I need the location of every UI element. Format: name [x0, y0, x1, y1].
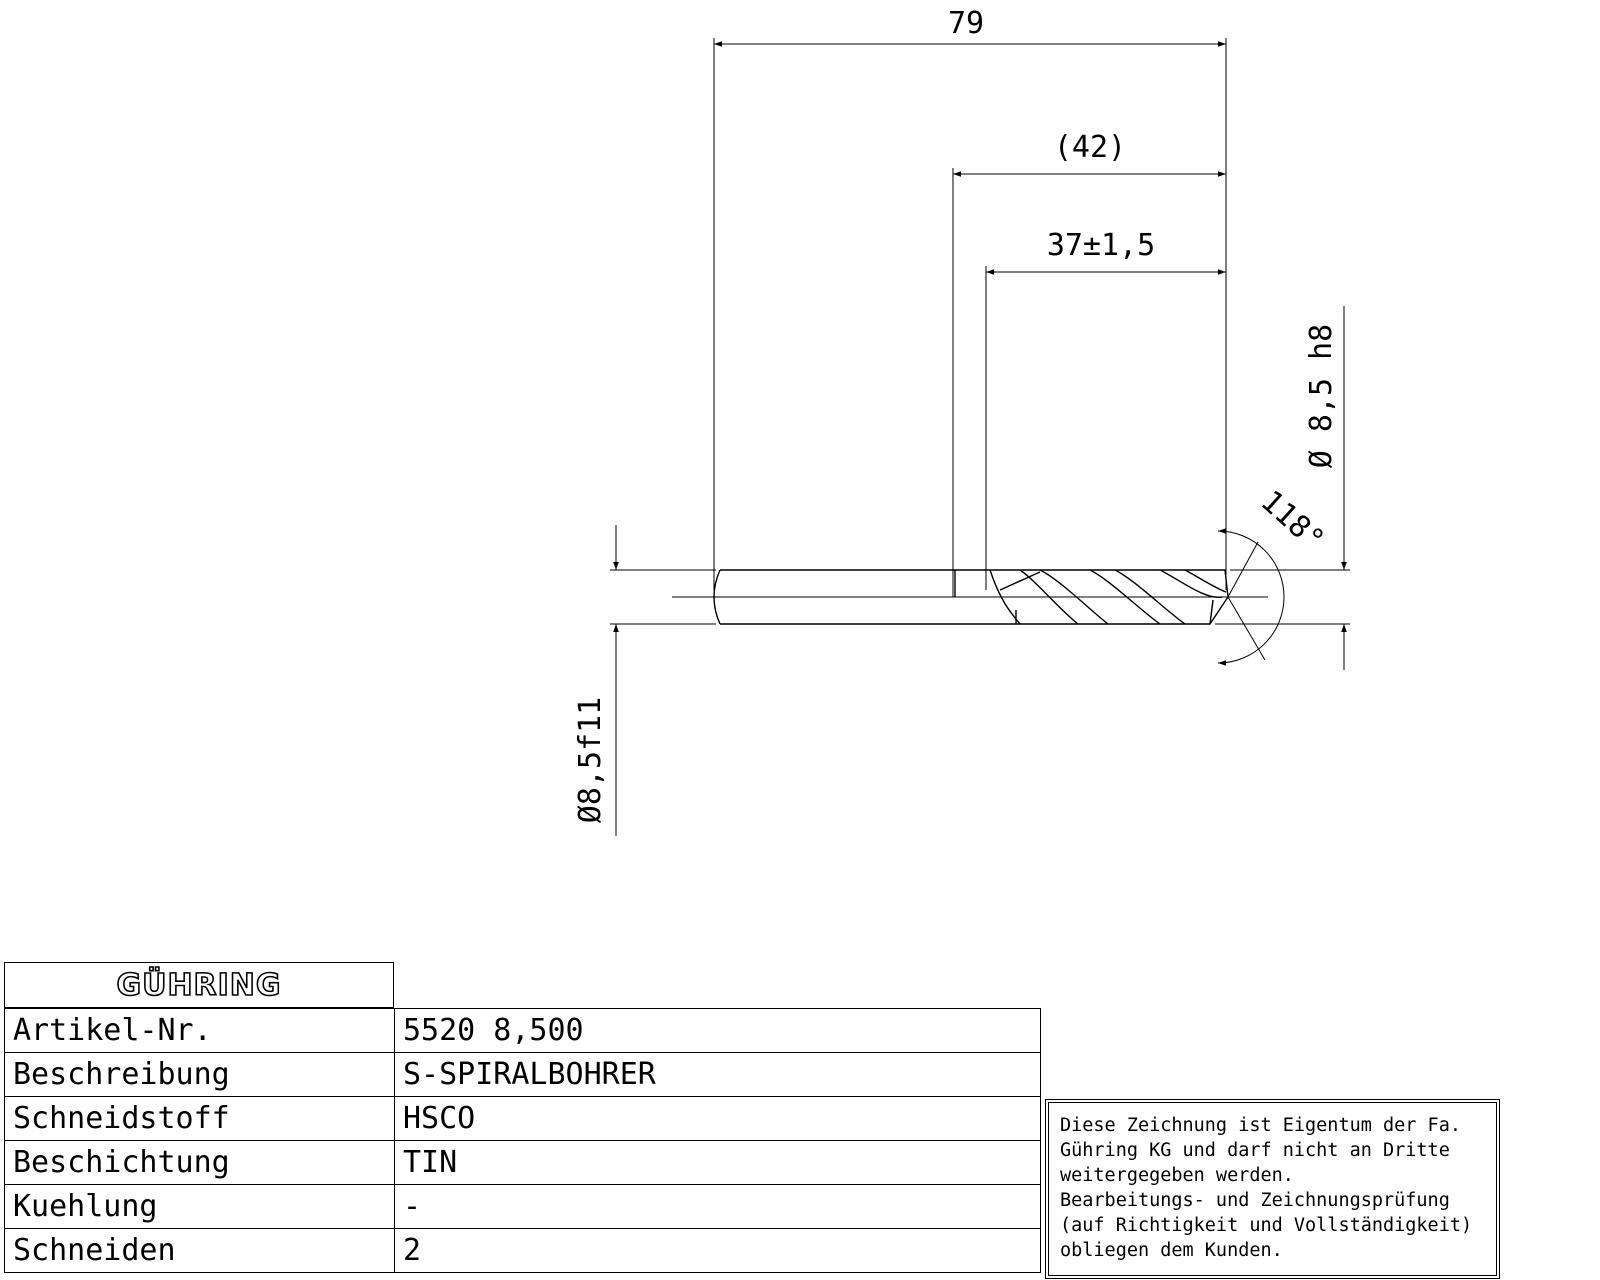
cooling-value: - [394, 1184, 1041, 1229]
coating-value: TIN [394, 1140, 1041, 1185]
table-row: Artikel-Nr. 5520 8,500 [4, 1008, 1041, 1053]
cutting-material-label: Schneidstoff [4, 1096, 395, 1141]
dim-text-tip-diameter: Ø 8,5 h8 [1304, 324, 1339, 469]
table-row: Schneidstoff HSCO [4, 1096, 1041, 1141]
dim-text-reference-length: (42) [1054, 130, 1126, 165]
notice-line: Bearbeitungs- und Zeichnungsprüfung [1060, 1190, 1450, 1211]
notice-line: weitergegeben werden. [1060, 1165, 1294, 1186]
brand-logo-cell: GÜHRING [4, 962, 394, 1008]
title-block-table: Artikel-Nr. 5520 8,500 Beschreibung S-SP… [4, 1008, 1041, 1273]
notice-line: (auf Richtigkeit und Vollständigkeit) [1060, 1215, 1473, 1236]
notice-line: Gühring KG und darf nicht an Dritte [1060, 1140, 1450, 1161]
description-label: Beschreibung [4, 1052, 395, 1097]
table-row: Kuehlung - [4, 1184, 1041, 1229]
dim-point-angle [1217, 528, 1285, 666]
notice-line: Diese Zeichnung ist Eigentum der Fa. [1060, 1115, 1461, 1136]
cutting-edges-value: 2 [394, 1228, 1041, 1273]
description-value: S-SPIRALBOHRER [394, 1052, 1041, 1097]
cutting-material-value: HSCO [394, 1096, 1041, 1141]
table-row: Schneiden 2 [4, 1228, 1041, 1273]
cooling-label: Kuehlung [4, 1184, 395, 1229]
dim-text-total-length: 79 [948, 6, 984, 41]
table-row: Beschreibung S-SPIRALBOHRER [4, 1052, 1041, 1097]
dim-text-shank-diameter: Ø8,5f11 [573, 697, 608, 823]
article-number-value: 5520 8,500 [394, 1008, 1041, 1053]
article-number-label: Artikel-Nr. [4, 1008, 395, 1053]
coating-label: Beschichtung [4, 1140, 395, 1185]
cutting-edges-label: Schneiden [4, 1228, 395, 1273]
notice-line: obliegen dem Kunden. [1060, 1240, 1283, 1261]
table-row: Beschichtung TIN [4, 1140, 1041, 1185]
brand-logo: GÜHRING [116, 967, 282, 1004]
dim-text-flute-length: 37±1,5 [1047, 228, 1155, 263]
copyright-notice-inner: Diese Zeichnung ist Eigentum der Fa. Güh… [1048, 1102, 1497, 1276]
dim-text-point-angle: 118° [1254, 484, 1331, 558]
length-extension-lines [713, 38, 1227, 597]
diameter-extension-lines [610, 569, 1350, 625]
copyright-notice-box: Diese Zeichnung ist Eigentum der Fa. Güh… [1045, 1099, 1500, 1279]
